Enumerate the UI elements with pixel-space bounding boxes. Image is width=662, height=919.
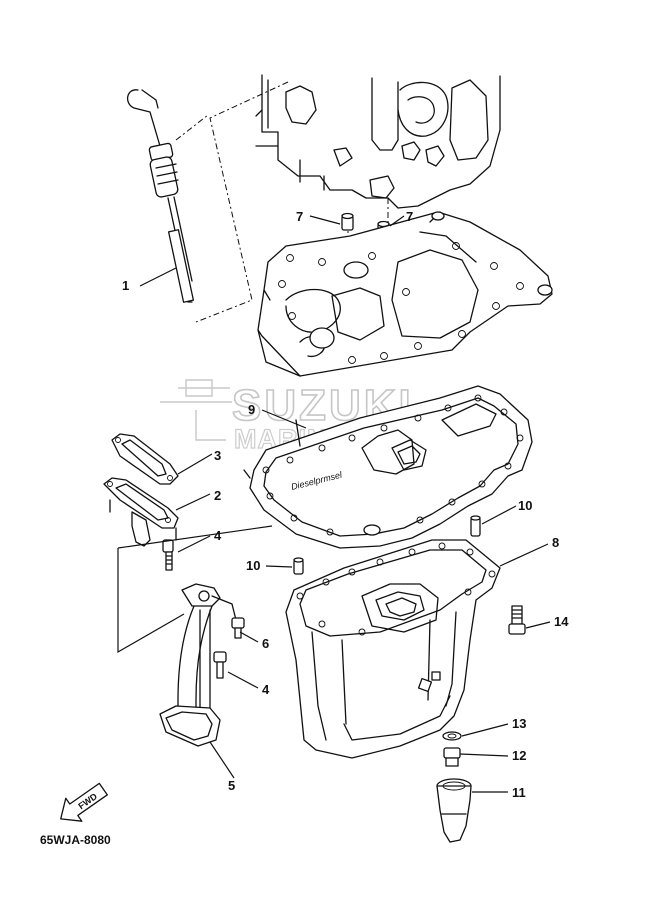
callout-4-upper: 4 — [214, 528, 222, 543]
callout-8: 8 — [552, 535, 559, 550]
callout-3: 3 — [214, 448, 221, 463]
callout-10-left: 10 — [246, 558, 260, 573]
watermark-logo-icon — [160, 379, 232, 441]
callout-7-right: 7 — [406, 209, 413, 224]
dowel-pin-10b — [293, 557, 304, 575]
callout-lines — [117, 215, 551, 793]
callout-12: 12 — [512, 748, 526, 763]
callout-4-lower: 4 — [262, 682, 270, 697]
drain-hose-adapter — [436, 778, 472, 843]
drain-gasket — [442, 731, 462, 741]
diagram-code: 65WJA-8080 — [40, 833, 111, 847]
callout-11: 11 — [512, 785, 526, 800]
bolt-6 — [231, 617, 245, 639]
oil-strainer — [159, 583, 237, 747]
callout-13: 13 — [512, 716, 526, 731]
dipstick — [127, 89, 195, 303]
callout-2: 2 — [214, 488, 221, 503]
engine-block — [255, 74, 501, 209]
gasket-bolt-holes — [262, 394, 524, 536]
callout-6: 6 — [262, 636, 269, 651]
pan-bolt-holes — [296, 542, 496, 636]
oil-pan — [285, 539, 501, 759]
oil-strainer-flange — [103, 477, 179, 547]
dowel-pin-7a — [341, 212, 354, 231]
plate-bolt-holes — [278, 242, 524, 364]
callout-10-right: 10 — [518, 498, 532, 513]
callout-7-left: 7 — [296, 209, 303, 224]
bolt-4-upper — [162, 539, 174, 571]
dowel-pin-10a — [470, 515, 481, 537]
fwd-arrow-icon: FWD — [60, 782, 108, 822]
callout-9: 9 — [248, 402, 255, 417]
callout-5: 5 — [228, 778, 235, 793]
callout-14: 14 — [554, 614, 569, 629]
part-number-labels: 1 2 3 4 4 5 6 7 7 8 9 10 10 11 12 13 14 — [122, 209, 569, 800]
callout-1: 1 — [122, 278, 129, 293]
oil-pan-gasket: Dieselprmsel — [243, 385, 533, 549]
engine-base-plate — [257, 211, 553, 377]
bolt-4-lower — [213, 651, 227, 679]
strainer-gasket — [111, 433, 179, 485]
drain-plug — [443, 747, 461, 767]
bolt-14 — [508, 605, 526, 635]
